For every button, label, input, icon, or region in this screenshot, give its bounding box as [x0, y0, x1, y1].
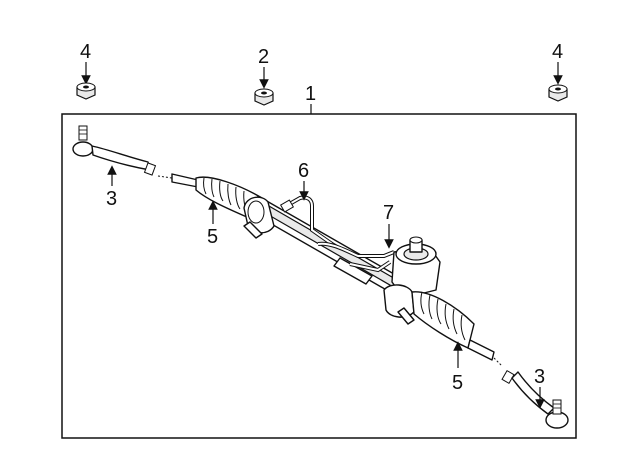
callout-assembly: 1 [305, 83, 316, 105]
callout-boot-right: 5 [452, 372, 463, 394]
tie-rod-end-left [72, 125, 157, 176]
callout-nut-center: 2 [258, 46, 269, 68]
pinion-valve-housing [383, 236, 441, 325]
callout-pressure-line-lower: 7 [383, 202, 394, 224]
callout-tie-rod-end-right: 3 [534, 366, 545, 388]
nut-right [548, 84, 568, 102]
callout-tie-rod-end-left: 3 [106, 188, 117, 210]
nut-left [76, 82, 96, 100]
boot-right [411, 291, 475, 349]
inner-tie-rod-left [157, 173, 199, 188]
callout-nut-right: 4 [552, 41, 563, 63]
callout-pressure-line-upper: 6 [298, 160, 309, 182]
pressure-line-lower [317, 241, 395, 273]
callout-nut-left: 4 [80, 41, 91, 63]
callout-boot-left: 5 [207, 226, 218, 248]
assembly-frame [61, 113, 577, 439]
nut-center [254, 88, 274, 106]
inner-tie-rod-right [467, 339, 503, 367]
